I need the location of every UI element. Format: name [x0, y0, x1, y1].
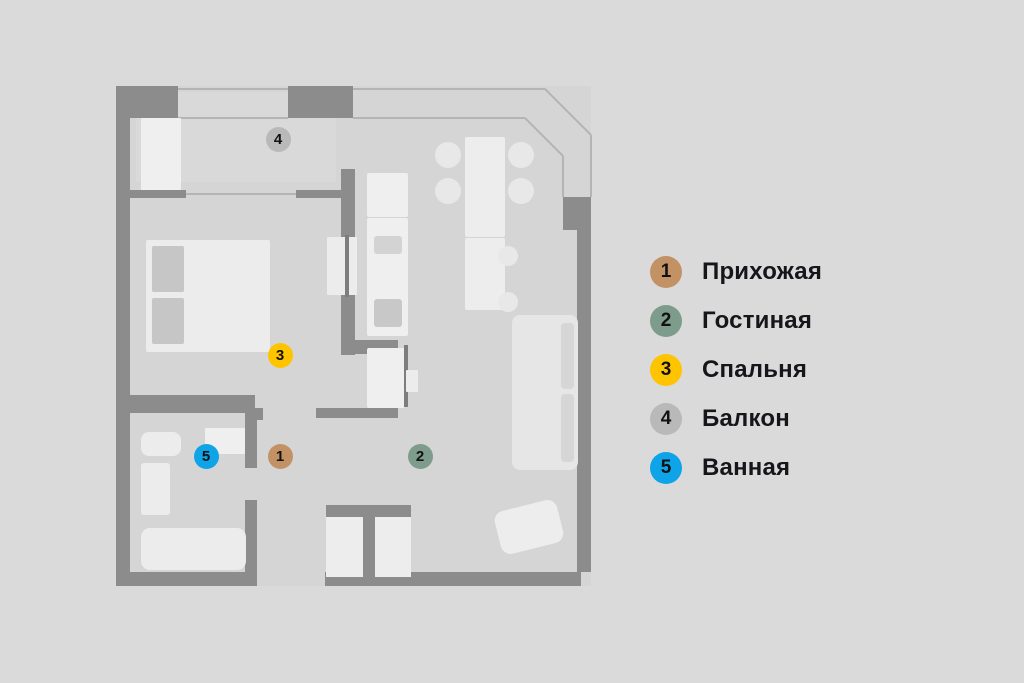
legend-label-5: Ванная: [702, 453, 791, 481]
wall-exterior-right: [577, 197, 591, 572]
window-chamfer-inner: [524, 117, 564, 157]
plan-marker-5[interactable]: 5: [193, 443, 219, 469]
legend-row-1[interactable]: 1 Прихожая: [650, 247, 990, 296]
furniture-bath-toilet: [141, 463, 170, 515]
furniture-bath-sink: [141, 432, 181, 456]
furniture-sofa-cushion-top: [561, 323, 574, 389]
furniture-wardrobe-bedroom: [327, 237, 357, 295]
furniture-closet-right: [375, 517, 411, 577]
legend-dot-2: 2: [650, 304, 682, 337]
wall-bath-right-lower: [245, 500, 257, 586]
furniture-kitchen-sink: [374, 236, 402, 254]
floor-plan-drawing: 1 2 3 4 5: [116, 86, 592, 586]
walls: [116, 86, 591, 586]
furniture-kitchen-appliance: [406, 370, 418, 392]
furniture-pillow-top: [152, 246, 184, 292]
legend-row-5[interactable]: 5 Ванная: [650, 443, 990, 492]
furniture-dining-table: [465, 137, 505, 237]
wall-exterior-bottom-left: [116, 572, 251, 586]
furniture-pillow-bottom: [152, 298, 184, 344]
wall-bedroom-bath-partition: [130, 395, 255, 413]
floor-plan-svg: [116, 86, 592, 586]
legend-label-1: Прихожая: [702, 257, 823, 285]
furniture-kitchen-counter-upper: [367, 173, 408, 217]
legend-row-4[interactable]: 4 Балкон: [650, 394, 990, 443]
legend-row-2[interactable]: 2 Гостиная: [650, 296, 990, 345]
furniture-wardrobe-bedroom-edge: [345, 235, 349, 297]
legend-row-3[interactable]: 3 Спальня: [650, 345, 990, 394]
legend-label-2: Гостиная: [702, 306, 813, 334]
wall-balcony-partition-right: [296, 190, 353, 198]
furniture-island-chair-1: [498, 246, 518, 266]
furniture-sofa-cushion-bottom: [561, 394, 574, 462]
legend-dot-3: 3: [650, 353, 682, 386]
furniture-closet-left: [326, 517, 363, 577]
furniture: [141, 118, 578, 577]
legend-label-3: Спальня: [702, 355, 808, 383]
wall-kitchen-foot: [316, 408, 398, 418]
wall-pier-top-middle: [288, 86, 353, 118]
windows: [178, 88, 592, 197]
wall-pier-right-top: [563, 197, 591, 230]
wall-bath-right-upper: [245, 408, 257, 468]
plan-marker-4[interactable]: 4: [265, 126, 291, 152]
furniture-kitchen-stove: [374, 299, 402, 327]
furniture-dining-chair-2: [435, 178, 461, 204]
furniture-bathtub: [141, 528, 246, 570]
furniture-island-table: [465, 238, 505, 310]
wall-balcony-partition-left: [130, 190, 186, 198]
wall-closet-divider: [363, 505, 375, 577]
furniture-dining-chair-4: [508, 178, 534, 204]
legend-dot-4: 4: [650, 402, 682, 435]
legend-dot-1: 1: [650, 255, 682, 288]
legend-label-4: Балкон: [702, 404, 790, 432]
window-chamfer-outer: [544, 88, 592, 136]
furniture-dining-chair-1: [435, 142, 461, 168]
legend-dot-5: 5: [650, 451, 682, 484]
wall-pier-top-left: [116, 86, 178, 118]
furniture-dining-chair-3: [508, 142, 534, 168]
furniture-armchair: [494, 500, 564, 554]
furniture-kitchen-cabinet-lower: [367, 348, 405, 408]
furniture-island-chair-2: [498, 292, 518, 312]
plan-marker-3[interactable]: 3: [267, 342, 293, 368]
wall-exterior-left: [116, 86, 130, 586]
plan-marker-2[interactable]: 2: [407, 443, 433, 469]
furniture-balcony-cabinet: [141, 118, 181, 190]
plan-marker-1[interactable]: 1: [267, 443, 293, 469]
legend: 1 Прихожая 2 Гостиная 3 Спальня 4 Балкон 5 Ванная: [650, 247, 990, 492]
